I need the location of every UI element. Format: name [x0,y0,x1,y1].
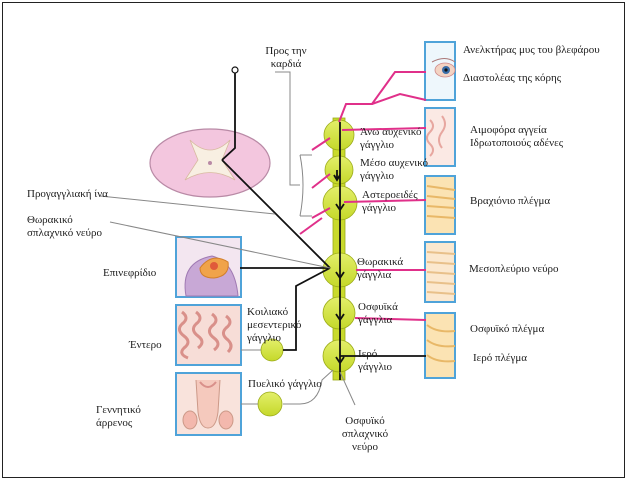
label-celiac-mesenteric: Κοιλιακό μεσεντερικό γάγγλιο [247,306,302,344]
figure-border [2,2,625,478]
label-lumbar-ganglia: Οσφυϊκά γάγγλια [358,301,398,326]
spinal-cord-section [149,128,271,198]
label-intercostal-nerve: Μεσοπλεύριο νεύρο [469,263,559,275]
label-to-heart: Προς την καρδιά [265,45,307,70]
label-thoracic-splanchnic: Θωρακικό σπλαχνικό νεύρο [27,214,102,239]
genital-box [175,372,242,436]
adrenal-box [175,236,242,298]
ganglia [257,119,358,417]
label-brachial-plexus: Βραχιόνιο πλέγμα [470,195,551,207]
preganglionic-fibers [221,72,426,380]
lumbar-plexus-box [424,312,456,379]
label-adrenal: Επινεφρίδιο [103,267,157,279]
label-sacral-plexus: Ιερό πλέγμα [473,352,528,364]
brachial-plexus-box [424,175,456,235]
label-stellate: Αστεροειδές γάγγλιο [362,189,418,214]
label-pupil-dilator: Διαστολέας της κόρης [463,72,562,84]
label-lumbar-plexus: Οσφυϊκό πλέγμα [470,323,545,335]
label-pelvic-ganglion: Πυελικό γάγγλιο [248,378,322,390]
intercostal-box [424,241,456,303]
label-lumbar-splanchnic: Οσφυϊκό σπλαχνικό νεύρο [341,415,389,453]
label-male-genital: Γεννητικό άρρενος [96,404,141,429]
label-intestine: Έντερο [129,339,162,351]
label-preganglionic-fiber: Προγαγγλιακή ίνα [27,188,108,200]
fiber-end-marker [231,66,239,74]
eye-illustration-box [424,41,456,101]
label-superior-cervical: Άνω αυχενικό γάγγλιο [360,126,422,151]
intestine-box [175,304,242,366]
label-eyelid-muscle: Ανελκτήρας μυς του βλεφάρου [463,44,600,56]
label-middle-cervical: Μέσο αυχενικό γάγγλιο [360,157,429,182]
skin-vessels-box [424,107,456,167]
label-sacral-ganglion: Ιερό γάγγλιο [358,348,393,373]
label-sweat-glands: Ιδρωτοποιούς αδένες [470,137,564,149]
label-thoracic-ganglia: Θωρακικά γάγγλια [357,256,404,281]
leader-lines [99,71,356,406]
label-blood-vessels: Αιμοφόρα αγγεία [470,124,547,136]
postganglionic-nerves [299,71,427,321]
